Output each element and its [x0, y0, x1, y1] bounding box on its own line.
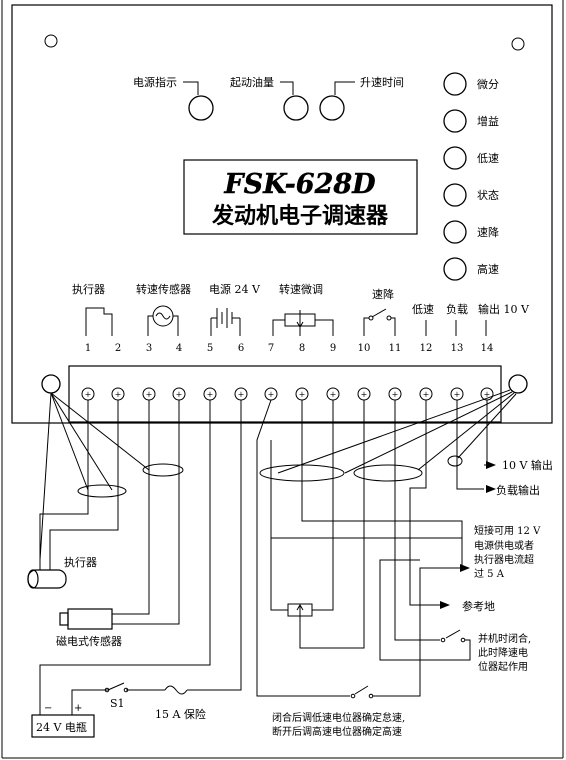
terminal-screw-marks: + + + + + + + + + + + + + +	[85, 390, 491, 399]
label-actuator: 执行器	[72, 282, 105, 296]
battery-box	[31, 714, 95, 738]
knob-derivative[interactable]: 微分	[443, 72, 499, 96]
label-speed-sensor: 转速传感器	[136, 282, 191, 296]
mount-hole-top-left	[44, 34, 58, 48]
terminal-number: 14	[481, 343, 494, 354]
terminal-mark: +	[207, 390, 214, 399]
label-speed-trim: 转速微调	[279, 282, 323, 296]
note-parallel: 并机时闭合, 此时降速电 位器起作用	[478, 632, 531, 673]
knob-label: 电源指示	[133, 75, 177, 89]
label-speed-drop: 速降	[372, 287, 394, 301]
label-output-10v: 输出 10 V	[478, 302, 530, 316]
terminal-mark: +	[146, 390, 153, 399]
terminal-number: 8	[299, 343, 305, 354]
label-low-speed: 低速	[412, 303, 434, 316]
knob-high-speed[interactable]: 高速	[443, 257, 499, 281]
terminal-number: 5	[207, 343, 213, 354]
terminal-number: 7	[268, 343, 274, 354]
knob-droop[interactable]: 速降	[443, 220, 499, 244]
terminal-number: 3	[146, 343, 152, 354]
out-10v-label: 10 V 输出	[502, 458, 553, 472]
knob-label: 速降	[477, 225, 499, 239]
knob-ramp-time[interactable]: 升速时间	[319, 76, 404, 121]
svg-text:此时降速电: 此时降速电	[478, 646, 528, 659]
wires	[39, 389, 517, 715]
svg-text:电源供电或者: 电源供电或者	[474, 539, 534, 552]
label-load: 负载	[446, 302, 468, 316]
terminal-number: 13	[451, 343, 464, 354]
terminal-mark: +	[423, 390, 430, 399]
label-power: 电源 24 V	[209, 282, 261, 296]
knob-gain[interactable]: 增益	[443, 109, 499, 133]
terminal-mark: +	[392, 390, 399, 399]
terminal-number: 11	[389, 343, 402, 354]
svg-text:并机时闭合,: 并机时闭合,	[478, 632, 531, 645]
battery-plus: +	[74, 703, 82, 714]
terminal-mark: +	[484, 390, 491, 399]
knob-label: 状态	[477, 188, 499, 202]
terminal-mark: +	[330, 390, 337, 399]
terminal-number: 4	[176, 343, 182, 354]
terminal-mark: +	[238, 390, 245, 399]
actuator-device	[27, 569, 67, 589]
terminal-mark: +	[115, 390, 122, 399]
knob-start-fuel[interactable]: 起动油量	[230, 75, 309, 121]
actuator-label: 执行器	[64, 555, 97, 569]
svg-text:位器起作用: 位器起作用	[478, 660, 528, 673]
terminal-number: 1	[85, 343, 91, 354]
terminal-mark: +	[268, 390, 275, 399]
battery-minus: −	[44, 703, 52, 714]
knob-label: 低速	[477, 152, 499, 165]
terminal-mark: +	[176, 390, 183, 399]
terminal-mark: +	[454, 390, 461, 399]
terminal-mark: +	[85, 390, 92, 399]
terminal-number: 9	[330, 343, 336, 354]
load-out-label: 负载输出	[496, 483, 540, 497]
mag-sensor-label: 磁电式传感器	[56, 635, 122, 648]
terminal-mark: +	[299, 390, 306, 399]
note-power: 短接可用 12 V 电源供电或者 执行器电流超 过 5 A	[474, 524, 541, 580]
knob-label: 增益	[477, 114, 499, 128]
fuse-label: 15 A 保险	[155, 707, 206, 721]
knob-status[interactable]: 状态	[443, 183, 499, 207]
terminal-number: 6	[238, 343, 244, 354]
mag-sensor-device	[59, 608, 113, 630]
svg-text:短接可用 12 V: 短接可用 12 V	[474, 524, 541, 537]
arrows	[440, 461, 496, 609]
svg-text:断开后调高速电位器确定高速: 断开后调高速电位器确定高速	[272, 725, 402, 738]
terminal-strip	[68, 365, 502, 423]
svg-text:闭合后调低速电位器确定怠速,: 闭合后调低速电位器确定怠速,	[272, 711, 405, 724]
knob-label: 升速时间	[360, 76, 404, 89]
switch-s1-label: S1	[110, 697, 125, 710]
knob-label: 起动油量	[230, 75, 274, 89]
battery-symbol	[210, 308, 241, 336]
terminal-number: 12	[420, 343, 433, 354]
controller-name: 发动机电子调速器	[211, 203, 389, 229]
terminal-number: 2	[115, 343, 121, 354]
sensor-symbol	[147, 305, 179, 336]
battery-label: 24 V 电瓶	[36, 720, 87, 734]
reference-ground-label: 参考地	[462, 599, 495, 613]
potentiometer-symbol	[272, 310, 334, 336]
svg-text:过 5 A: 过 5 A	[474, 567, 505, 580]
svg-text:执行器电流超: 执行器电流超	[474, 553, 534, 566]
mount-hole-top-right	[511, 37, 525, 51]
actuator-symbol	[85, 307, 113, 336]
knob-power-indicator[interactable]: 电源指示	[133, 75, 214, 121]
model-name: FSK-628D	[223, 169, 376, 200]
knob-low-speed[interactable]: 低速	[443, 146, 499, 170]
terminal-number: 10	[358, 343, 371, 354]
terminal-mark: +	[361, 390, 368, 399]
title-box	[183, 159, 418, 235]
terminal-numbers: 1 2 3 4 5 6 7 8 9 10 11 12 13 14	[85, 343, 494, 354]
note-switch: 闭合后调低速电位器确定怠速, 断开后调高速电位器确定高速	[272, 711, 405, 738]
switch-symbol-drop	[363, 308, 396, 336]
knob-label: 微分	[477, 77, 499, 91]
strip-mount-right	[508, 374, 528, 394]
knob-label: 高速	[477, 262, 499, 276]
